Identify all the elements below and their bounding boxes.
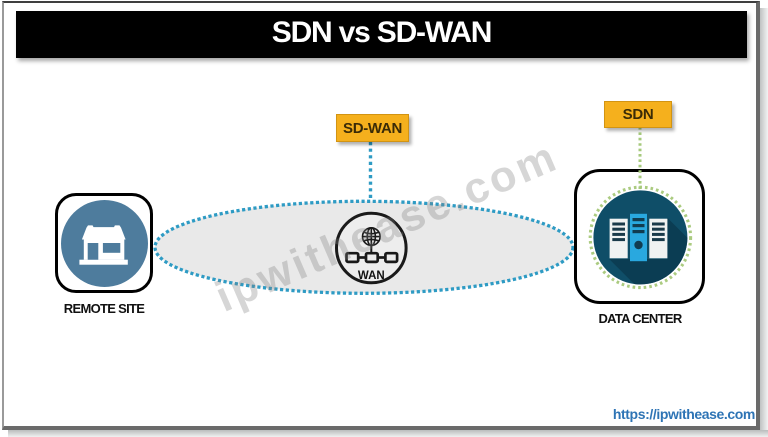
svg-text:WAN: WAN (358, 270, 385, 282)
